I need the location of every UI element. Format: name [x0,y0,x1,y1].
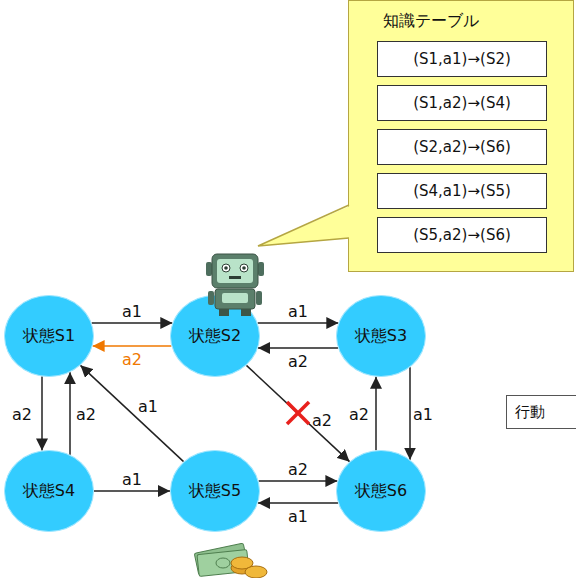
state-circle: 状態S4 [4,450,94,532]
state-circle: 状態S1 [4,295,94,377]
action-label: a1 [413,404,433,423]
table-row: (S2,a2)→(S6) [377,129,547,165]
transition-arrow [258,502,338,504]
transition-arrow [93,345,172,347]
node-text: 状態S2 [189,326,241,347]
action-label: a1 [122,470,142,489]
action-label: a2 [12,404,32,423]
knowledge-table-callout: 知識テーブル (S1,a1)→(S2) (S1,a2)→(S4) (S2,a2)→(S… [348,0,574,272]
node-text: 状態S4 [23,481,75,502]
transition-arrow [94,490,170,492]
action-label: a1 [122,302,142,321]
node-text: (S4,a1)→(S5) [413,182,511,200]
action-label: a2 [349,404,369,423]
money-icon [194,543,267,578]
action-box: 行動 [506,395,576,429]
table-row: (S1,a2)→(S4) [377,85,547,121]
action-label: a1 [288,507,308,526]
table-row: (S5,a2)→(S6) [377,217,547,253]
node-text: 状態S1 [23,326,75,347]
node-text: (S2,a2)→(S6) [413,138,511,156]
node-text: (S1,a2)→(S4) [413,94,511,112]
node-text: 行動 [515,403,545,422]
state-circle: 状態S3 [336,295,426,377]
transition-arrow [246,365,349,461]
node-text: 状態S5 [189,481,241,502]
table-title: 知識テーブル [383,11,479,32]
node-text: (S5,a2)→(S6) [413,226,511,244]
action-label: a1 [288,302,308,321]
node-text: (S1,a1)→(S2) [413,50,511,68]
transition-arrow [375,377,377,451]
table-row: (S4,a1)→(S5) [377,173,547,209]
action-label: a2 [288,352,308,371]
transition-arrow [92,322,173,324]
state-circle: 状態S5 [170,450,260,532]
action-label: a2 [312,410,332,429]
action-label: a2 [288,460,308,479]
transition-arrow [258,322,339,324]
transition-arrow [69,372,71,454]
node-text: 状態S3 [355,326,407,347]
transition-arrow [259,480,338,482]
action-label: a1 [138,396,158,415]
transition-arrow [41,377,43,451]
transition-arrow [409,367,411,459]
state-circle: 状態S6 [336,450,426,532]
transition-arrow [258,347,338,349]
action-label: a2 [76,404,96,423]
table-row: (S1,a1)→(S2) [377,41,547,77]
blocked-cross [287,402,309,424]
node-text: 状態S6 [355,481,407,502]
action-label: a2 [122,350,142,369]
